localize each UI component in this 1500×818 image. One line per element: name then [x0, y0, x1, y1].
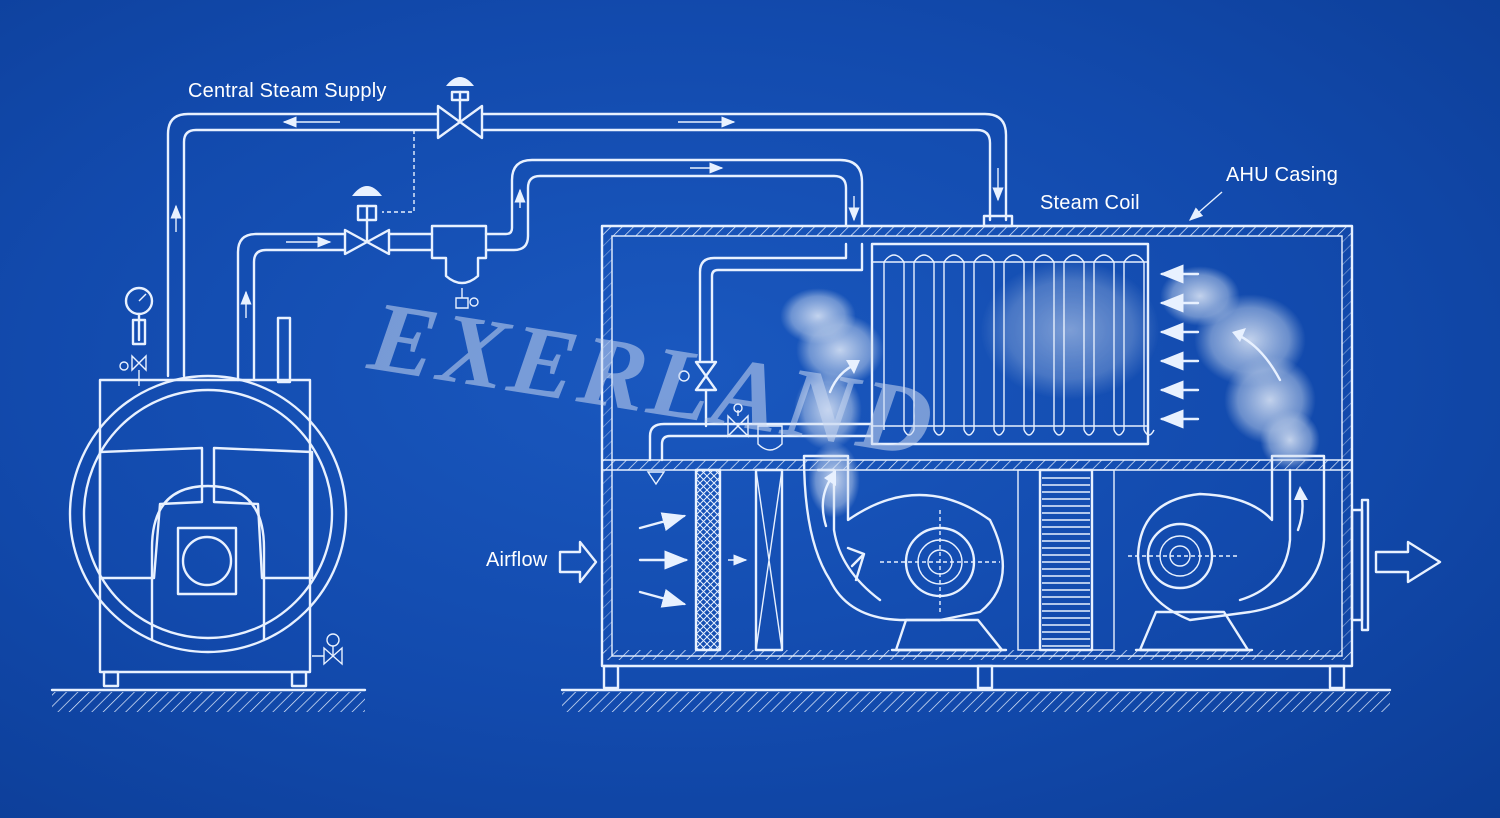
coil-tube	[943, 254, 965, 430]
coil-bend	[1143, 429, 1155, 436]
coil-tube	[1123, 254, 1145, 430]
airflow-outlet-arrow-icon	[1374, 540, 1442, 584]
coil-bend	[963, 429, 975, 436]
coil-tube	[1093, 254, 1115, 430]
main-valve-icon	[436, 104, 484, 140]
coil-tube	[973, 254, 995, 430]
ahu-casing	[600, 191, 1370, 690]
coil-bend	[1023, 429, 1035, 436]
steam-separator-icon	[430, 224, 488, 285]
ground-ahu	[560, 688, 1392, 712]
airflow-inlet-arrow-icon	[558, 540, 598, 584]
coil-bend	[1083, 429, 1095, 436]
label-airflow: Airflow	[486, 549, 548, 571]
coil-piping	[646, 242, 874, 486]
steam-coil	[870, 242, 1155, 446]
coil-tube	[1003, 254, 1025, 430]
label-central-steam-supply: Central Steam Supply	[188, 80, 387, 102]
central-steam-supply-pipe	[166, 77, 1014, 378]
inlet-air-arrow	[638, 512, 687, 531]
label-steam-coil: Steam Coil	[1040, 192, 1140, 214]
coil-bend	[933, 429, 945, 436]
air-flow-arrows	[638, 264, 1308, 608]
coil-bend	[1053, 429, 1065, 436]
coil-tube	[913, 254, 935, 430]
steam-line-separator	[236, 158, 864, 382]
fan-left	[802, 454, 1008, 652]
fan-right	[1128, 454, 1326, 652]
filter-section	[694, 468, 784, 652]
boiler	[68, 286, 348, 688]
coil-valve-icon	[694, 360, 718, 392]
label-ahu-casing: AHU Casing	[1226, 164, 1339, 186]
inlet-air-arrow	[638, 589, 687, 608]
coil-bend	[993, 429, 1005, 436]
control-valve-icon	[343, 228, 391, 256]
coil-tube	[883, 254, 905, 430]
heat-exchanger	[1017, 468, 1115, 652]
coil-bend	[1113, 429, 1125, 436]
coil-bend	[903, 429, 915, 436]
ground-boiler	[50, 688, 367, 712]
